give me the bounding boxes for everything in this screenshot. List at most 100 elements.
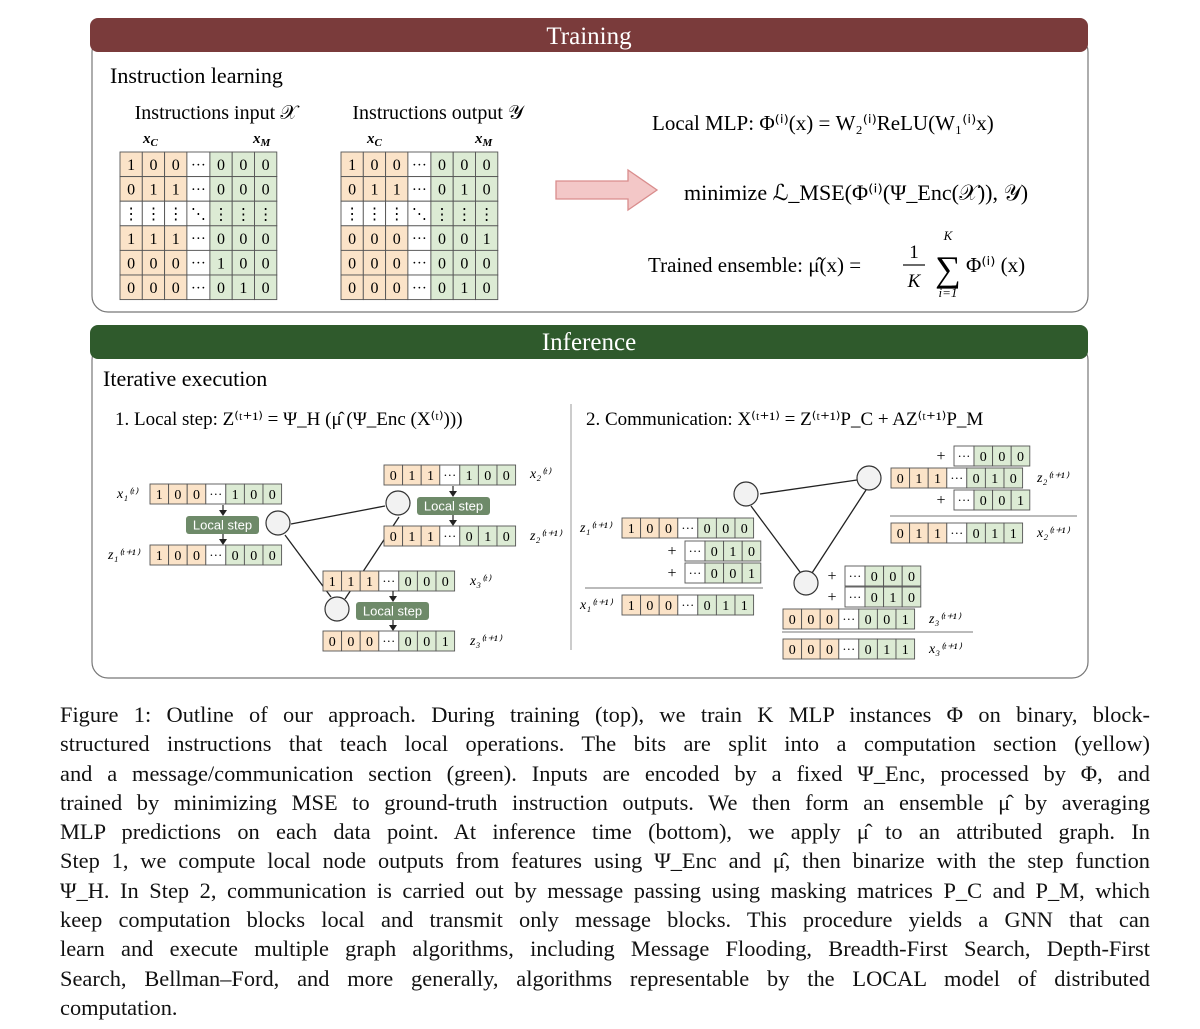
vector-cell-comp-value: 1 bbox=[329, 575, 336, 590]
training-banner-label: Training bbox=[546, 23, 632, 50]
vector-cell-comp-value: 1 bbox=[408, 530, 415, 545]
ellipsis-icon: ··· bbox=[950, 470, 963, 485]
eq-ensemble-frac-den: K bbox=[907, 271, 922, 292]
inference-banner-label: Inference bbox=[542, 329, 636, 356]
matrix-cell-comp-value: 0 bbox=[127, 182, 135, 199]
ellipsis-icon: ⋮ bbox=[168, 206, 184, 223]
vector-cell-msg-value: 0 bbox=[423, 575, 430, 590]
vdots-icon: ⋮ bbox=[213, 207, 229, 224]
vector-cell-comp-value: 0 bbox=[646, 522, 653, 537]
output-col-c: x bbox=[366, 131, 375, 147]
vector-cell-msg-value: 1 bbox=[991, 527, 998, 542]
vector-cell-comp-value: 1 bbox=[915, 527, 922, 542]
vector-cell-msg-value: 0 bbox=[711, 545, 718, 560]
vector-cell-msg-value: 1 bbox=[748, 567, 755, 582]
vector-cell-msg-value: 1 bbox=[722, 599, 729, 614]
label-z1-t1-right: z₁⁽ᵗ⁺¹⁾ bbox=[579, 521, 613, 536]
matrix-cell-msg-value: 0 bbox=[217, 231, 225, 248]
ellipsis-icon: ··· bbox=[958, 492, 971, 507]
matrix-cell-msg-value: 0 bbox=[438, 182, 446, 199]
vector-cell-msg-value: 0 bbox=[704, 599, 711, 614]
vector-cell-comp-value: 0 bbox=[807, 643, 814, 658]
matrix-cell-msg-value: 0 bbox=[483, 182, 491, 199]
vector-cell-comp-value: 0 bbox=[789, 643, 796, 658]
vector-cell-msg-value: 0 bbox=[232, 549, 239, 564]
matrix-cell-msg-value: 0 bbox=[438, 157, 446, 174]
vector-cell-msg-value: 0 bbox=[466, 530, 473, 545]
vector-cell-msg-value: 0 bbox=[1017, 450, 1024, 465]
ellipsis-icon: ⋱ bbox=[412, 206, 427, 222]
vector-cell-msg bbox=[895, 638, 916, 660]
plus-icon: + bbox=[667, 565, 676, 582]
vector-cell-comp-value: 0 bbox=[665, 522, 672, 537]
plus-icon: + bbox=[936, 448, 945, 465]
node-3 bbox=[793, 570, 819, 596]
vector-cell-msg-value: 0 bbox=[908, 570, 915, 585]
ellipsis-icon: ⋮ bbox=[366, 206, 382, 223]
vector-cell-msg bbox=[1010, 445, 1031, 467]
vector-cell-comp-value: 1 bbox=[427, 530, 434, 545]
local-step-box bbox=[356, 602, 429, 620]
local-step-label: Local step bbox=[193, 518, 252, 533]
local-step-box bbox=[186, 516, 259, 534]
vector-cell-comp-value: 0 bbox=[646, 599, 653, 614]
caption-line: learn and execute multiple graph algorit… bbox=[60, 936, 1150, 962]
matrix-cell-comp-value: 0 bbox=[172, 255, 180, 272]
ellipsis-icon: ··· bbox=[950, 525, 963, 540]
matrix-cell-msg-value: 0 bbox=[217, 280, 225, 297]
eq-local-mlp: Local MLP: Φ⁽ⁱ⁾(x) = W₂⁽ⁱ⁾ReLU(W₁⁽ⁱ⁾x) bbox=[652, 111, 994, 135]
vector-cell-comp-value: 0 bbox=[807, 613, 814, 628]
arrow-head-icon bbox=[219, 510, 227, 516]
matrix-cell-msg-value: 0 bbox=[438, 231, 446, 248]
arrow-head-icon bbox=[219, 539, 227, 545]
ellipsis-icon: ··· bbox=[412, 182, 427, 198]
vector-cell-msg-value: 1 bbox=[889, 591, 896, 606]
label-x2-t1: x₂⁽ᵗ⁺¹⁾ bbox=[1036, 526, 1070, 541]
vector-cell-msg bbox=[901, 565, 922, 587]
matrix-cell-comp-value: 0 bbox=[348, 280, 356, 297]
training-arrow-icon bbox=[555, 168, 659, 212]
ellipsis-icon: ··· bbox=[958, 448, 971, 463]
ellipsis-icon: ··· bbox=[681, 597, 694, 612]
caption-line: Step 1, we compute local node outputs fr… bbox=[60, 848, 1150, 874]
matrix-cell-msg-value: 1 bbox=[460, 182, 468, 199]
sum-icon: ∑ bbox=[935, 249, 961, 289]
inference-section-title: Iterative execution bbox=[103, 366, 267, 391]
vector-cell-msg-value: 1 bbox=[484, 530, 491, 545]
vector-cell-msg-value: 0 bbox=[883, 613, 890, 628]
matrix-cell-msg-value: 0 bbox=[438, 280, 446, 297]
label-z2-t1-right: z₂⁽ᵗ⁺¹⁾ bbox=[1036, 471, 1070, 486]
vector-cell-msg-value: 0 bbox=[250, 488, 257, 503]
ellipsis-icon: ··· bbox=[191, 231, 206, 247]
vector-cell-msg bbox=[1003, 522, 1024, 544]
ellipsis-icon: ··· bbox=[412, 280, 427, 296]
vector-cell-msg-value: 0 bbox=[741, 522, 748, 537]
matrix-cell-comp-value: 0 bbox=[127, 280, 135, 297]
vector-cell-msg-value: 1 bbox=[729, 545, 736, 560]
ellipsis-icon: ⋮ bbox=[145, 206, 161, 223]
vector-cell-comp-value: 0 bbox=[897, 472, 904, 487]
vdots-icon: ⋮ bbox=[434, 207, 450, 224]
vector-cell-msg-value: 0 bbox=[722, 522, 729, 537]
vector-cell-msg bbox=[496, 464, 517, 486]
vector-cell-msg-value: 0 bbox=[980, 450, 987, 465]
matrix-cell-comp-value: 0 bbox=[172, 157, 180, 174]
vector-cell-comp-value: 1 bbox=[934, 472, 941, 487]
node-2 bbox=[385, 490, 411, 516]
matrix-cell-msg-value: 0 bbox=[460, 157, 468, 174]
vector-cell-msg bbox=[1010, 489, 1031, 511]
output-col-c-sub: C bbox=[375, 137, 383, 149]
ellipsis-icon: ··· bbox=[191, 280, 206, 296]
right-graph bbox=[733, 465, 882, 596]
matrix-cell-msg-value: 0 bbox=[483, 157, 491, 174]
vector-cell-comp-value: 0 bbox=[193, 549, 200, 564]
output-col-m: x bbox=[474, 131, 483, 147]
vector-cell-msg-value: 1 bbox=[902, 643, 909, 658]
